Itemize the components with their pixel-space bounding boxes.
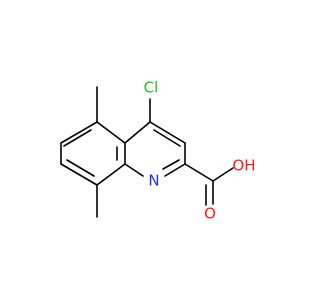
bond [63, 129, 92, 147]
atom-labels: Cl N O OH [144, 79, 256, 223]
bond [96, 121, 126, 144]
hydroxyl-label: OH [232, 157, 255, 175]
carbonyl-oxygen-label: O [204, 205, 216, 223]
structure-diagram: Cl N O OH [60, 79, 256, 223]
bond [212, 167, 234, 182]
bond [124, 163, 144, 177]
bond [164, 163, 186, 177]
bond [184, 163, 214, 182]
bond [124, 121, 151, 144]
nitrogen-label: N [148, 172, 159, 190]
bond [60, 163, 98, 186]
bond [96, 163, 126, 186]
bonds [60, 86, 234, 218]
bond [60, 121, 98, 144]
bond [153, 129, 181, 147]
bond [66, 159, 95, 177]
molecule-canvas: Cl N O OH [60, 79, 256, 223]
bond [149, 121, 186, 144]
bond [162, 159, 180, 170]
chlorine-label: Cl [144, 79, 159, 97]
